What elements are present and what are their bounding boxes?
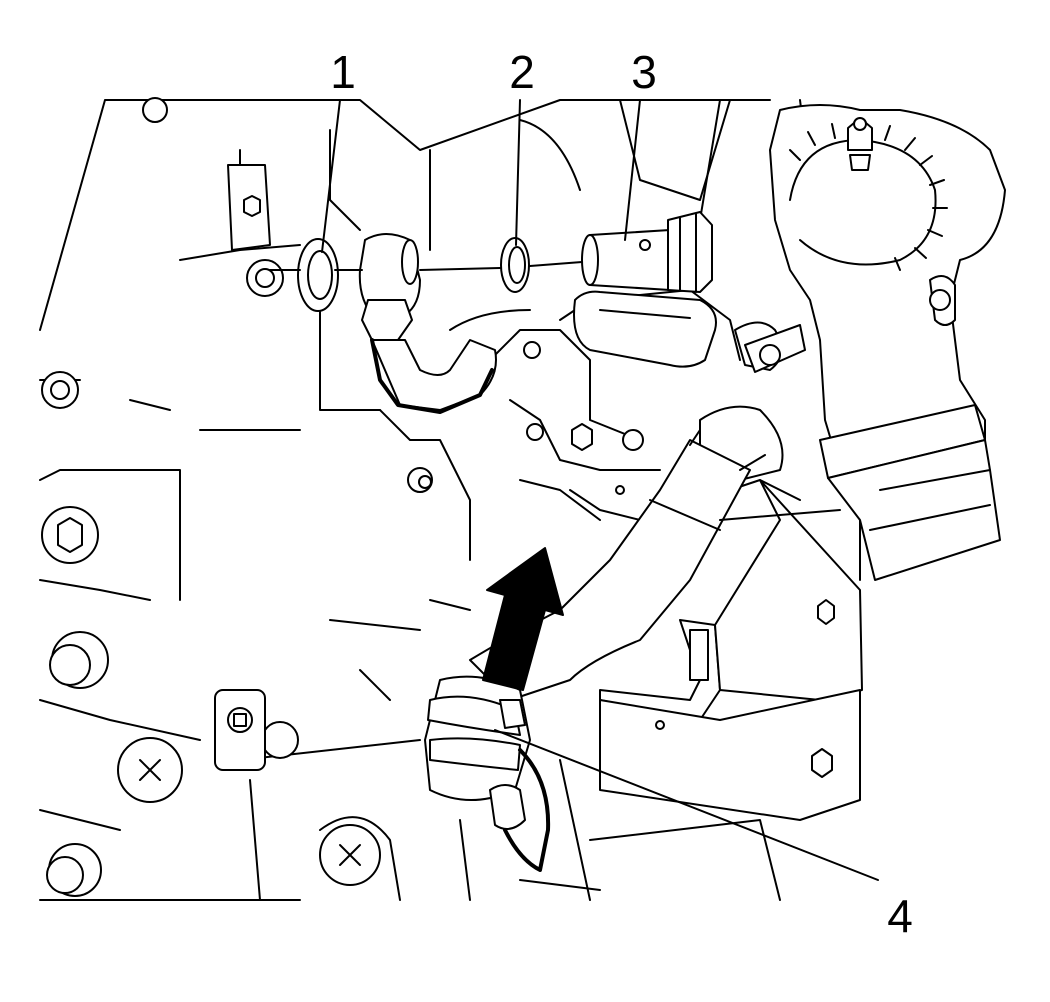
callout-2: 2 — [509, 46, 535, 98]
seal-ring-1 — [297, 238, 339, 312]
assembly-axis — [269, 261, 583, 271]
upper-bracket — [227, 164, 284, 297]
callout-3: 3 — [631, 46, 657, 98]
pump-housing — [769, 104, 1006, 581]
lower-bracket — [599, 479, 863, 821]
engine-housing — [39, 99, 861, 901]
hose-clamp-4 — [424, 675, 551, 872]
small-hose-clamp — [734, 289, 951, 373]
removal-direction-arrow — [482, 547, 564, 691]
leader-line-3 — [624, 99, 641, 241]
banjo-fitting — [358, 233, 531, 414]
callout-4: 4 — [887, 890, 913, 942]
leader-lines — [321, 99, 879, 881]
leader-line-4 — [494, 729, 879, 881]
seal-ring-2 — [500, 237, 530, 293]
left-bolts — [41, 371, 381, 897]
callout-1: 1 — [330, 46, 356, 98]
leader-line-2 — [515, 99, 521, 246]
mounting-plate — [523, 290, 801, 521]
hollow-bolt-3 — [581, 211, 713, 293]
leader-line-1 — [321, 99, 341, 253]
